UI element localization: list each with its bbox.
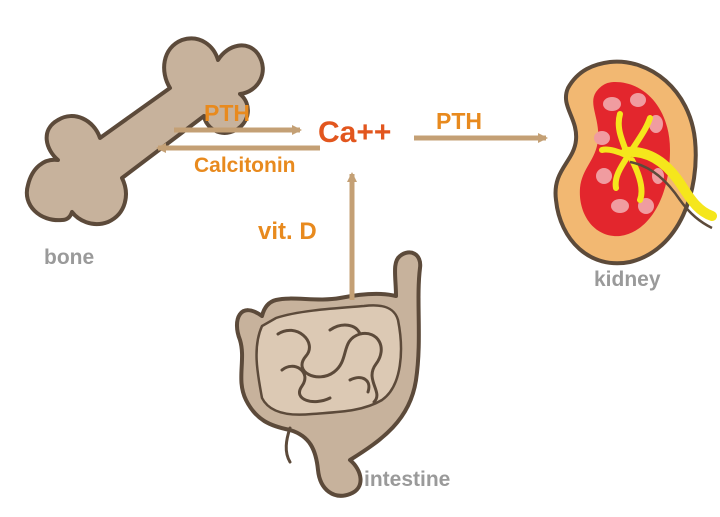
calcium-ion-label: Ca++ [318,116,392,149]
intestine-illustration [235,250,423,498]
pth-bone-label: PTH [204,100,250,126]
kidney-illustration [553,59,717,266]
intestine-label: intestine [364,468,451,491]
calcitonin-label: Calcitonin [194,154,296,177]
regulation-arrows [156,125,548,300]
bone-illustration [24,36,265,227]
pth-kidney-label: PTH [436,108,482,134]
vit-d-label: vit. D [258,218,317,245]
kidney-label: kidney [594,268,661,291]
bone-label: bone [44,246,95,269]
